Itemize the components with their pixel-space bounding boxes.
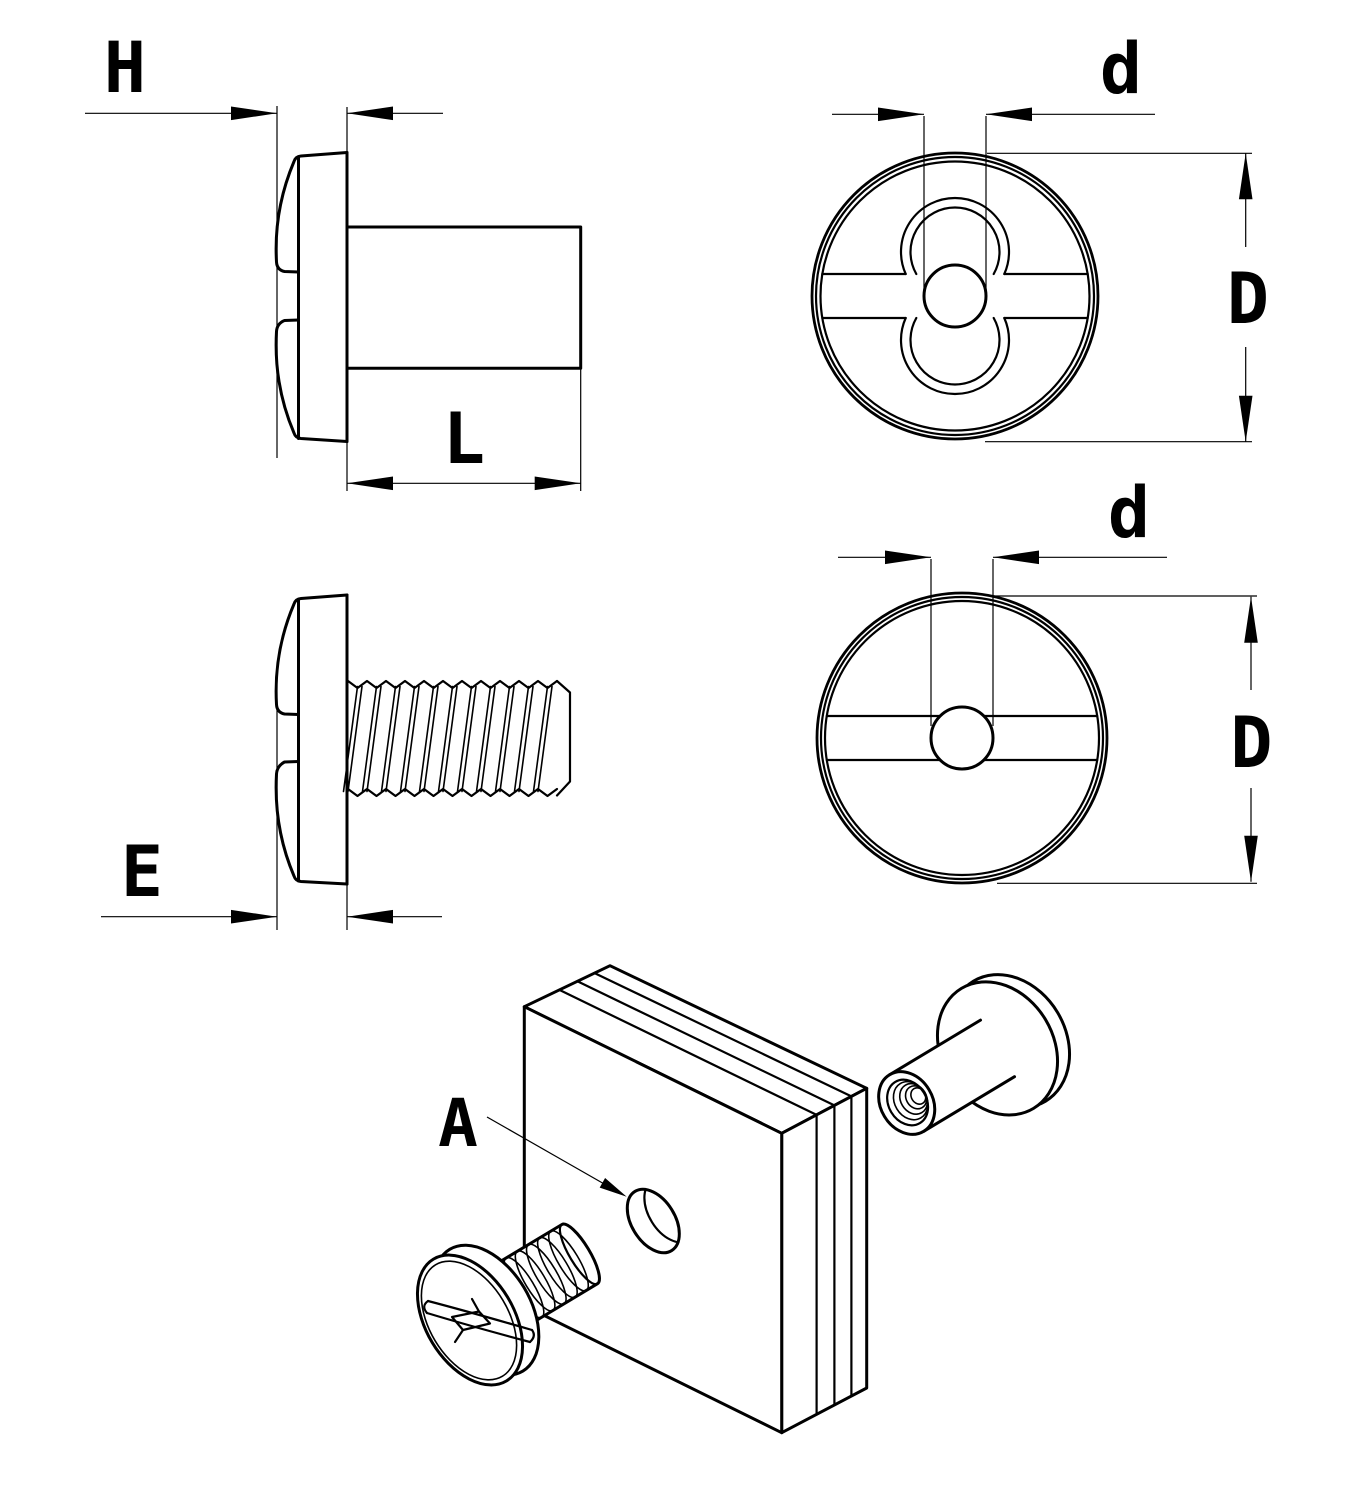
panel-right-face: [780, 1086, 869, 1435]
arrow-right-icon: [885, 550, 931, 565]
arrow-up-icon: [1238, 153, 1253, 200]
barrel-nut-isometric: [877, 973, 1072, 1136]
head-rim-inner-circle: [823, 599, 1101, 877]
dim-label-E: E: [121, 831, 163, 913]
dim-shank-diameter-d: d: [838, 472, 1167, 726]
combo-drive-slot: [423, 1297, 535, 1344]
dim-label-d: d: [1108, 472, 1150, 554]
head-rim-circle: [819, 595, 1105, 881]
arrow-down-icon: [1244, 835, 1258, 882]
arrow-right-icon: [231, 106, 277, 121]
head-rim-inner-circle: [819, 160, 1091, 432]
arrow-left-icon: [993, 550, 1039, 565]
dim-outer-diameter-D: D: [985, 152, 1269, 443]
sleeve-head-profile: [274, 151, 349, 443]
screw-head-bevel: [420, 1260, 518, 1381]
head-outer-circle: [810, 151, 1100, 441]
internal-thread-spiral: [886, 1078, 930, 1127]
dim-label-D: D: [1230, 702, 1272, 784]
dim-label-L: L: [443, 398, 485, 480]
shank-circle: [929, 705, 995, 771]
arrow-left-icon: [986, 107, 1032, 122]
screw-front-view: d D: [815, 472, 1273, 885]
arrow-down-icon: [1238, 395, 1253, 442]
drive-slot: [825, 714, 1099, 762]
dim-sleeve-length-L: L: [346, 368, 582, 491]
screw-head-profile: [274, 593, 349, 886]
arrow-right-icon: [878, 107, 924, 122]
head-outer-circle: [815, 591, 1109, 885]
arrow-right-icon: [231, 909, 277, 924]
callout-arrowhead-icon: [599, 1178, 627, 1197]
head-rim-circle: [814, 155, 1096, 437]
assembly-view: A: [415, 964, 1072, 1435]
dim-hole-diameter-d: d: [832, 28, 1155, 298]
barrel-nut-side-view: H L: [85, 27, 583, 491]
callout-leader-line: [486, 1116, 621, 1194]
arrow-left-icon: [347, 106, 393, 121]
callout-label-A: A: [438, 1085, 478, 1162]
center-boss: [899, 196, 1011, 396]
arrow-left-icon: [347, 476, 393, 491]
screw-isometric: [415, 1222, 601, 1387]
dim-label-D: D: [1227, 258, 1269, 340]
screw-side-view: E: [101, 593, 572, 930]
drive-slot: [821, 272, 1089, 320]
barrel-nut-front-view: d D: [810, 28, 1269, 443]
dim-outer-diameter-D: D: [990, 595, 1273, 884]
dim-head-height-H: H: [85, 27, 443, 458]
arrow-left-icon: [347, 909, 393, 924]
center-hole: [922, 263, 988, 329]
laminate-layer-lines: [558, 972, 853, 1416]
dim-label-d: d: [1100, 28, 1142, 110]
dim-label-H: H: [104, 27, 146, 109]
sleeve-barrel: [345, 225, 583, 370]
panel: [522, 964, 869, 1435]
arrow-right-icon: [534, 476, 581, 491]
hole-callout: A: [438, 1085, 627, 1197]
screw-threads: [342, 679, 572, 798]
dim-head-height-E: E: [101, 706, 442, 930]
arrow-up-icon: [1244, 596, 1258, 643]
